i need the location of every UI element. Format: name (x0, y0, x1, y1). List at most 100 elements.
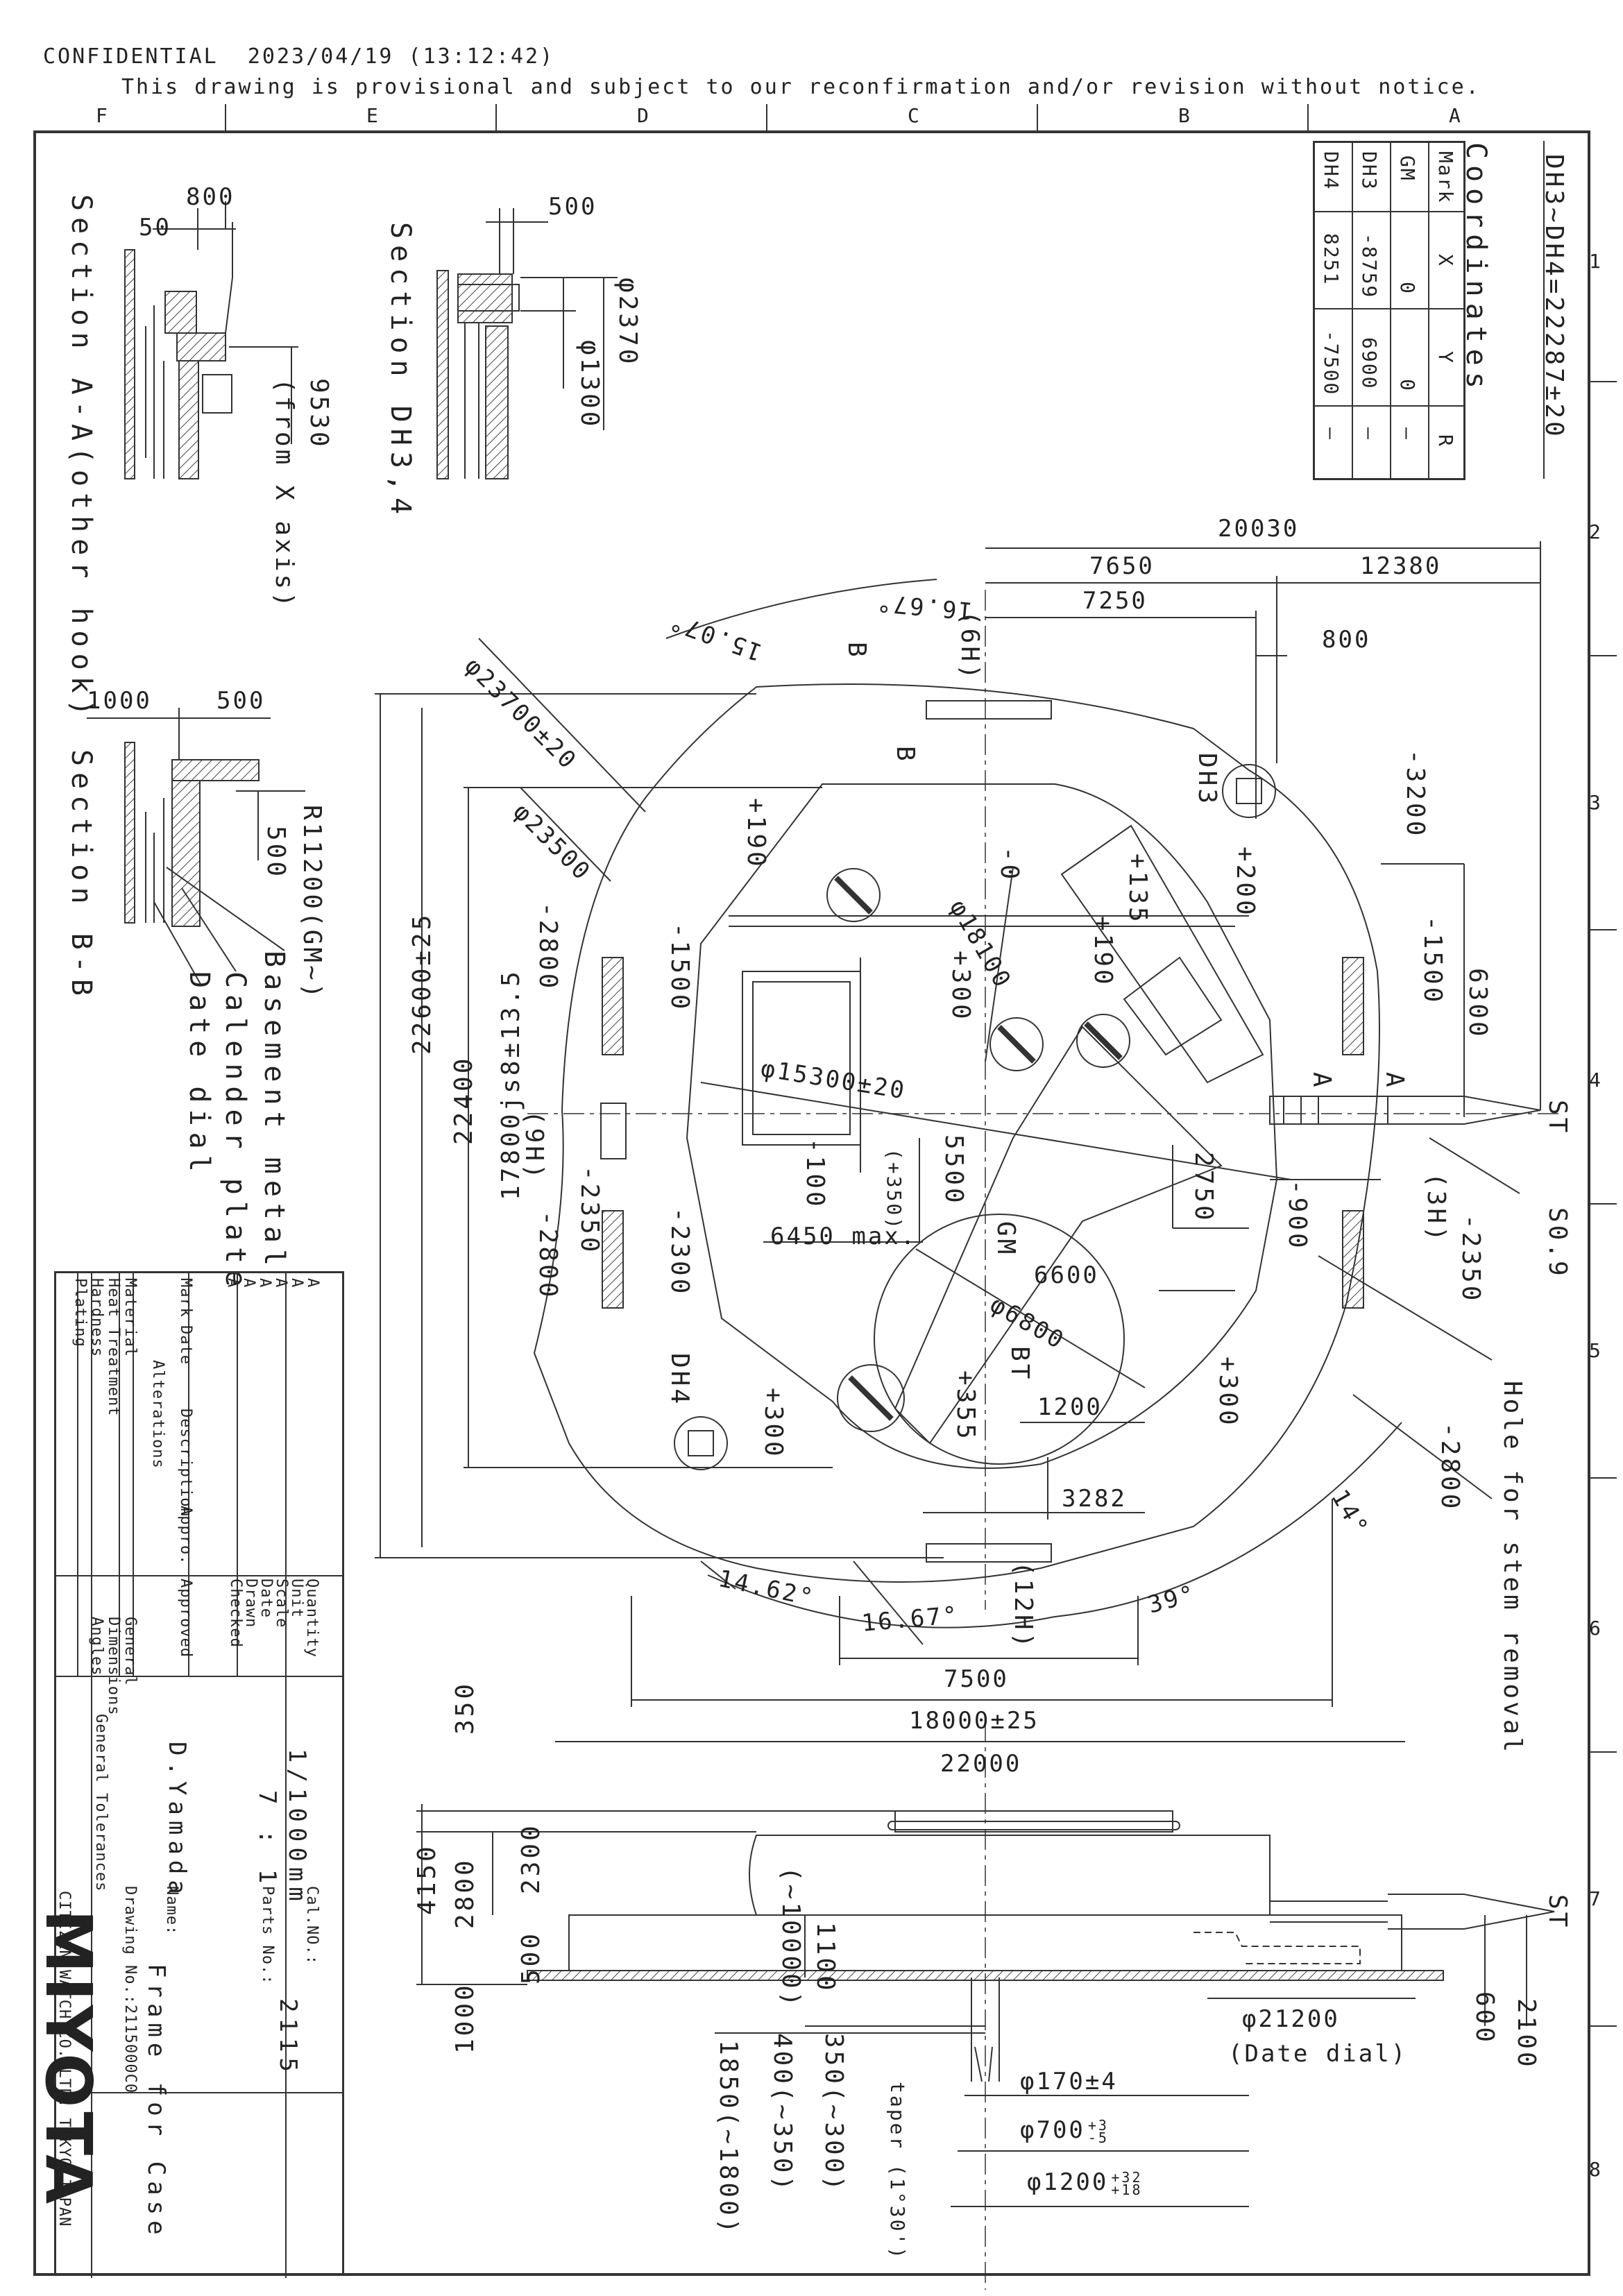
zone-row-1: 1 (1589, 250, 1601, 273)
unit-label: Unit (288, 1579, 305, 1618)
dim-m2800-left: -2800 (534, 902, 562, 992)
drawn-label: Drawn (242, 1579, 260, 1629)
dim-p355: +355 (951, 1370, 980, 1442)
scale-value: 7 : 1 (253, 1790, 281, 1889)
drawing-no: Drawing No.:2115000C0 (121, 1886, 139, 2094)
zone-ticks (225, 104, 1617, 2027)
rev-mark-4: A (256, 1278, 273, 1289)
coord-header-mark: Mark (1434, 151, 1457, 204)
date-label: Date (257, 1579, 275, 1618)
side-taper: taper (1°30') (886, 2082, 909, 2261)
dim-7250: 7250 (1082, 587, 1148, 615)
scale-label: Scale (273, 1579, 290, 1629)
material-label: Material (121, 1278, 139, 1357)
label-12h: (12H) (1009, 1561, 1037, 1651)
zone-row-2: 2 (1589, 520, 1601, 543)
tol-700-upper: +3 (1087, 2116, 1109, 2134)
dim-5500: 5500 (940, 1134, 968, 1206)
label-basement-metal: Basement metal (258, 951, 290, 1273)
center-lines (527, 590, 1561, 2290)
rev-header-appro: Appro. (177, 1506, 194, 1565)
dim-p200: +200 (1231, 847, 1259, 918)
tolerance-general: General (121, 1617, 139, 1686)
parts-no-label: Parts No.: (259, 1886, 276, 1985)
dim-22600: 22600±25 (408, 912, 436, 1055)
dim-p190b: +190 (1089, 916, 1117, 987)
dia-dh-1300: φ1300 (575, 340, 604, 430)
provisional-notice: This drawing is provisional and subject … (121, 75, 1481, 99)
dim-p300b: +300 (1214, 1357, 1242, 1428)
rev-mark-2: A (288, 1278, 305, 1289)
side-dia-1200: φ1200+32+18 (1027, 2168, 1143, 2198)
coord-header-y: Y (1434, 351, 1457, 364)
label-section-b-1: B (842, 642, 871, 660)
section-aa-view (124, 201, 298, 479)
section-aa-title: Section A-A(other hook) (65, 194, 97, 722)
coord-mark-gm: GM (1396, 155, 1419, 182)
dim-6600: 6600 (1034, 1261, 1099, 1289)
label-date-dial: Date dial (183, 971, 215, 1178)
drawn-by-value: D.Yamada (163, 1742, 191, 1900)
dim-m1500-left: -1500 (665, 923, 694, 1012)
rev-header-description: Description (177, 1409, 194, 1517)
rev-mark-5: A (240, 1278, 257, 1289)
zone-col-b: B (1178, 104, 1190, 127)
side-dim-600: 600 (1470, 1991, 1499, 2046)
zone-col-a: A (1449, 104, 1461, 127)
dim-m2800-bottom: -2800 (534, 1211, 562, 1300)
label-section-b-2: B (891, 746, 919, 764)
side-dia-170: φ170±4 (1020, 2068, 1118, 2095)
tolerance-angles: Angles (88, 1617, 105, 1676)
zone-row-7: 7 (1589, 1887, 1601, 1910)
dim-dh-500: 500 (548, 193, 597, 221)
name-label: Name: (163, 1886, 180, 1936)
stem-st-label: ST (1543, 1100, 1572, 1136)
coord-mark-dh4: DH4 (1320, 151, 1343, 191)
dim-22400: 22400 (450, 1055, 478, 1145)
dim-m100: -100 (801, 1138, 829, 1209)
company-name: CITIZEN WATCH CO.,LTD. TOKYO,JAPAN (56, 1891, 73, 2227)
coord-x-gm: 0 (1396, 282, 1419, 295)
coord-header-r: R (1434, 434, 1457, 448)
stem-removal-note: Hole for stem removal (1498, 1381, 1527, 1755)
side-dim-400: 400(~350) (768, 2033, 797, 2194)
coord-y-dh4: -7500 (1320, 330, 1343, 396)
label-dh3: DH3 (1193, 753, 1221, 807)
dim-12380: 12380 (1360, 552, 1442, 580)
tol-1200-upper: +32 (1111, 2168, 1143, 2186)
section-bb-view (87, 708, 305, 986)
radius-bb: R11200(GM~) (298, 805, 326, 1001)
dia-dh-2370: φ2370 (613, 278, 642, 367)
coord-x-dh4: 8251 (1320, 233, 1343, 286)
side-dim-10000: (~10000) (776, 1866, 805, 2009)
zone-col-f: F (96, 104, 108, 127)
side-dim-2300: 2300 (517, 1823, 545, 1894)
side-dim-1100: 1100 (811, 1922, 840, 1993)
coord-r-dh3: — (1358, 427, 1381, 441)
dim-1200: 1200 (1037, 1393, 1103, 1421)
label-9h: (9H) (520, 1110, 548, 1182)
dim-22000: 22000 (940, 1750, 1022, 1778)
rev-mark-6: A (224, 1278, 241, 1289)
dim-3282: 3282 (1062, 1485, 1127, 1513)
main-dimension-lines (375, 541, 1541, 1742)
label-calender-plate: Calender plate (219, 971, 251, 1293)
side-dim-4150: 4150 (413, 1844, 441, 1915)
tolerance-dimensions: Dimensions (105, 1617, 122, 1716)
tol-700-lower: -5 (1087, 2129, 1109, 2146)
quantity-label: Quantity (303, 1579, 321, 1658)
side-dim-350: 350 (451, 1681, 479, 1735)
zone-row-3: 3 (1589, 791, 1601, 814)
dim-p350-paren: (+350) (883, 1148, 906, 1232)
zone-col-d: D (637, 104, 649, 127)
label-dh4: DH4 (665, 1353, 694, 1407)
side-dim-1000: 1000 (451, 1982, 479, 2054)
section-bb-title: Section B-B (65, 749, 97, 1002)
label-section-a-2: A (1380, 1072, 1409, 1090)
dim-2750: 2750 (1189, 1152, 1218, 1223)
side-dim-1850: 1850(~1800) (714, 2040, 742, 2236)
main-plan-view (533, 683, 1541, 1583)
section-dh-view (436, 208, 618, 479)
zone-row-4: 4 (1589, 1069, 1601, 1091)
dim-20030: 20030 (1218, 515, 1300, 543)
